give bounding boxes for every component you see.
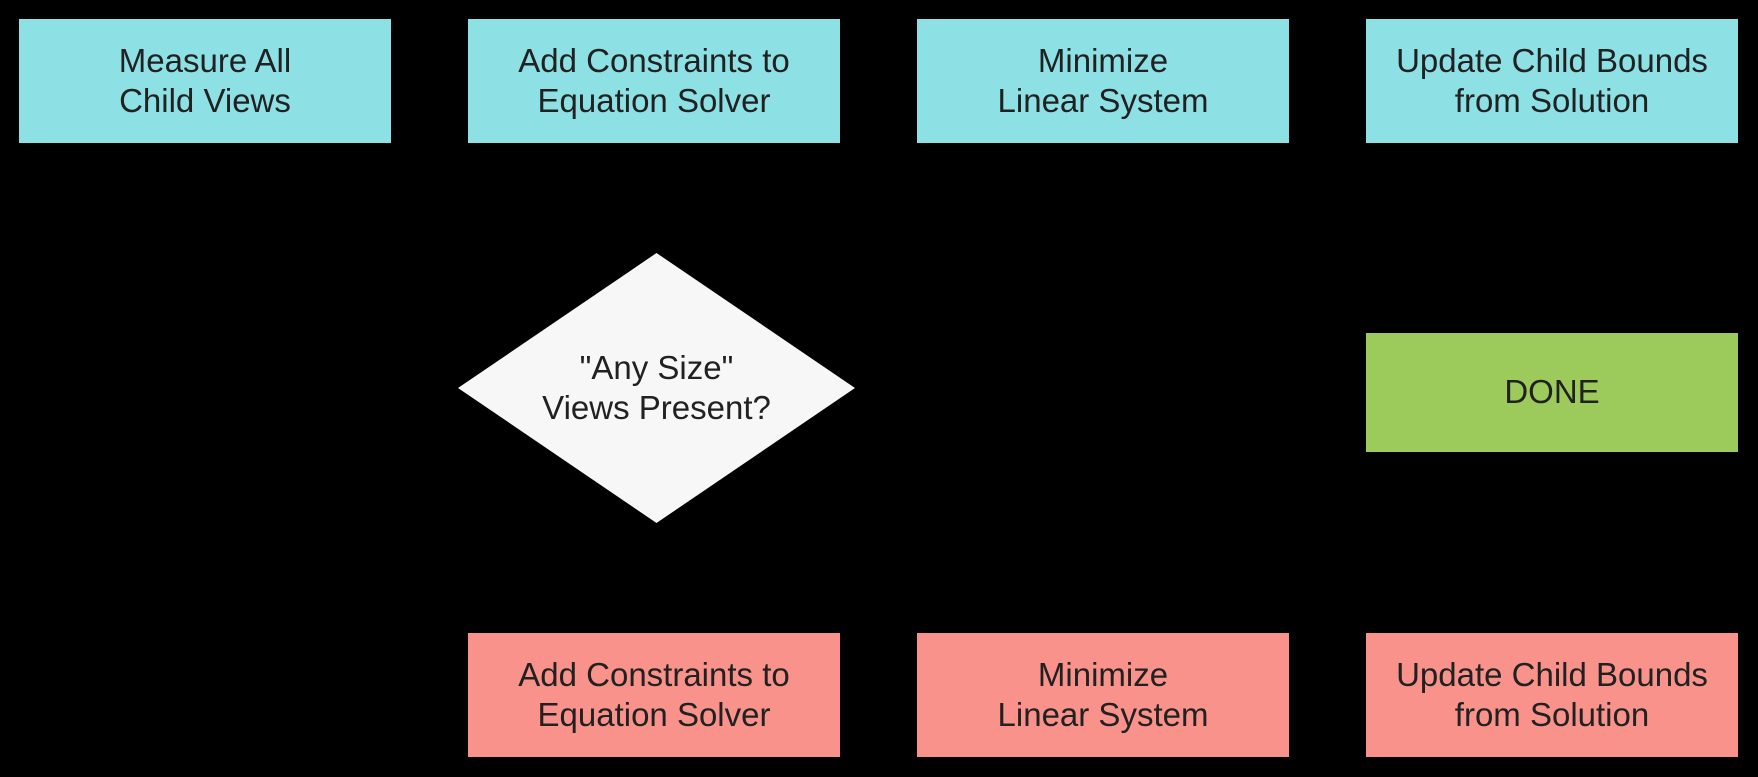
decision-node-any-size-views-present: "Any Size" Views Present? [458, 253, 855, 523]
alt-process-node-minimize-linear-system: Minimize Linear System [917, 633, 1289, 757]
alt-process-node-add-constraints: Add Constraints to Equation Solver [468, 633, 840, 757]
process-node-add-constraints: Add Constraints to Equation Solver [468, 19, 840, 143]
process-node-minimize-linear-system: Minimize Linear System [917, 19, 1289, 143]
terminal-node-done: DONE [1366, 333, 1738, 452]
process-node-measure-all-child-views: Measure All Child Views [19, 19, 391, 143]
process-node-update-child-bounds: Update Child Bounds from Solution [1366, 19, 1738, 143]
alt-process-node-update-child-bounds: Update Child Bounds from Solution [1366, 633, 1738, 757]
